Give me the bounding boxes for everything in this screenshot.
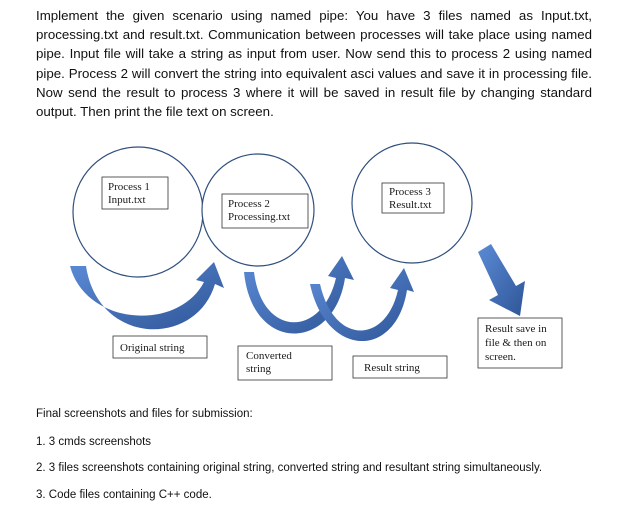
arrow-p1-to-p2 — [70, 262, 224, 330]
original-string-label: Original string — [120, 342, 185, 354]
process3-name: Process 3 — [389, 186, 431, 198]
result-string-box — [352, 355, 448, 379]
submission-item-2: 2. 3 files screenshots containing origin… — [36, 462, 543, 474]
process3-box — [381, 182, 445, 214]
final-output-label-2: file & then on — [485, 337, 547, 349]
process2-box — [221, 193, 309, 229]
process1-box — [101, 176, 169, 210]
converted-string-label-2: string — [246, 363, 272, 375]
submission-item-3: 3. Code files containing C++ code. — [36, 489, 212, 501]
process1-file: Input.txt — [108, 194, 146, 206]
process1-circle — [72, 146, 204, 278]
process1-name: Process 1 — [108, 181, 150, 193]
submission-item-1: 1. 3 cmds screenshots — [36, 436, 152, 448]
arrow-to-output — [478, 244, 525, 316]
process3-file: Result.txt — [389, 199, 431, 211]
result-string-label: Result string — [364, 362, 420, 374]
original-string-box — [112, 335, 208, 359]
converted-string-box — [237, 345, 333, 381]
arrow-p3-curve — [310, 268, 414, 342]
final-output-label-1: Result save in — [485, 323, 547, 335]
final-output-label-3: screen. — [485, 351, 516, 363]
process2-name: Process 2 — [228, 198, 270, 210]
submission-heading: Final screenshots and files for submissi… — [36, 408, 253, 420]
converted-string-label-1: Converted — [246, 350, 292, 362]
process2-file: Processing.txt — [228, 211, 290, 223]
final-output-box — [477, 317, 563, 369]
task-description: Implement the given scenario using named… — [36, 8, 592, 120]
